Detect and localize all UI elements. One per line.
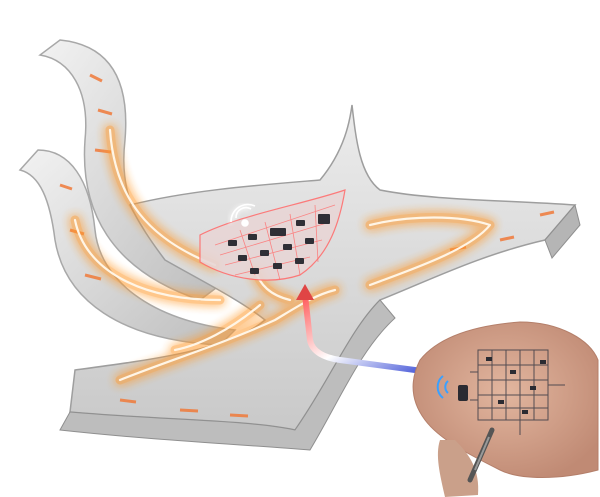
hand-chips xyxy=(458,357,546,414)
wireless-signal-icon xyxy=(436,375,449,399)
wireless-signal-icon xyxy=(230,203,256,227)
hand-circuit xyxy=(470,349,565,435)
chip-array xyxy=(228,214,330,274)
circuit-patch xyxy=(199,189,346,281)
hand-inset xyxy=(412,321,599,497)
